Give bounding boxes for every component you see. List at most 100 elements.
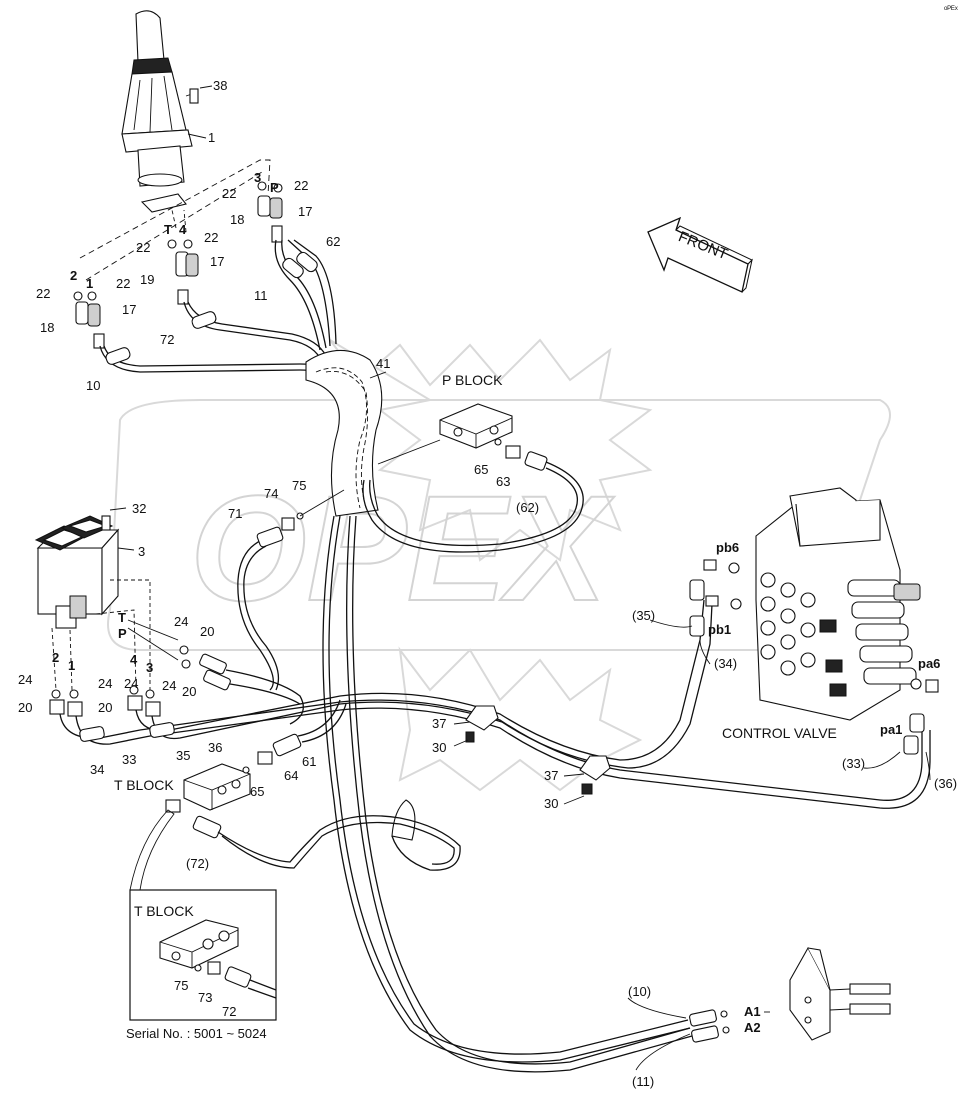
callout-17b: 17 [210,254,224,269]
callout-36p: (36) [934,776,957,791]
callout-75b: 75 [174,978,188,993]
callout-20a: 20 [200,624,214,639]
callout-32: 32 [132,501,146,516]
callout-22b: 22 [294,178,308,193]
callout-3b: 3 [138,544,145,559]
callout-pb6: pb6 [716,540,739,555]
callout-36: 36 [208,740,222,755]
callout-35p: (35) [632,608,655,623]
watermark: OPEX [107,338,891,792]
callout-74: 74 [264,486,278,501]
callout-64: 64 [284,768,298,783]
callout-33: 33 [122,752,136,767]
callout-1b: 1 [68,658,75,673]
callout-1: 1 [208,130,215,145]
callout-62: 62 [326,234,340,249]
callout-11p: (11) [632,1074,654,1089]
callout-24e: 24 [162,678,176,693]
callout-65b: 65 [250,784,264,799]
callout-22e: 22 [36,286,50,301]
callout-30b: 30 [544,796,558,811]
callout-72: 72 [160,332,174,347]
callout-24d: 24 [124,676,138,691]
callout-33p: (33) [842,756,865,771]
callout-t-left: T [118,610,126,625]
leader-lines-left [51,579,179,700]
p-block [362,403,584,553]
callout-pb1: pb1 [708,622,731,637]
callout-17c: 17 [122,302,136,317]
fittings-top [73,181,283,349]
callout-18b: 18 [40,320,54,335]
callout-10p: (10) [628,984,651,999]
hose-71-loop [237,489,345,691]
callout-41: 41 [376,356,390,371]
callout-34p: (34) [714,656,737,671]
callout-p-left: P [118,626,127,641]
inset-t-block [129,889,277,1021]
callout-pa1: pa1 [880,722,902,737]
callout-22c: 22 [136,240,150,255]
watermark-text: OPEX [190,464,615,632]
callout-p-top: P [270,180,279,195]
callout-2a: 2 [70,268,77,283]
callout-62p: (62) [516,500,539,515]
callout-19: 19 [140,272,154,287]
callout-4b: 4 [130,652,138,667]
clamps [391,705,611,841]
callout-38: 38 [213,78,227,93]
callout-71: 71 [228,506,242,521]
callout-65a: 65 [474,462,488,477]
callout-63: 63 [496,474,510,489]
fittings-left [49,645,231,717]
callout-a2: A2 [744,1020,761,1035]
corner-mark: ᵒᴾᴱˣ [944,4,958,14]
callout-30a: 30 [432,740,446,755]
callout-3c: 3 [146,660,153,675]
callout-73: 73 [198,990,212,1005]
callout-t-top: T [164,222,172,237]
callout-22a: 22 [222,186,236,201]
callout-24b: 24 [18,672,32,687]
callout-4a: 4 [179,222,187,237]
callout-2b: 2 [52,650,59,665]
t-block-inset-label: T BLOCK [134,903,194,919]
front-arrow: FRONT [647,216,753,293]
callout-3a: 3 [254,170,261,185]
callout-61: 61 [302,754,316,769]
control-valve-label: CONTROL VALVE [722,725,837,741]
a1-a2-bracket [789,946,891,1041]
t-block-label: T BLOCK [114,777,174,793]
callout-22f: 22 [116,276,130,291]
callout-24c: 24 [98,676,112,691]
callout-20c: 20 [18,700,32,715]
hoses-left-bundle [59,579,931,809]
callout-72p: (72) [186,856,209,871]
joystick-left [34,507,135,629]
callout-11: 11 [254,288,268,303]
callout-1a: 1 [86,276,93,291]
t-block [129,699,461,891]
callout-18a: 18 [230,212,244,227]
callout-35: 35 [176,748,190,763]
callout-leaders [369,371,931,1071]
callout-a1: A1 [744,1004,761,1019]
callout-17a: 17 [298,204,312,219]
callout-22d: 22 [204,230,218,245]
leader-lines-top [79,159,271,281]
callout-20b: 20 [182,684,196,699]
callout-20d: 20 [98,700,112,715]
callout-10: 10 [86,378,100,393]
hoses-to-a1-a2 [322,515,730,1073]
callout-72b: 72 [222,1004,236,1019]
callout-75: 75 [292,478,306,493]
callout-labels: 38 1 22 3 P 22 18 17 T 4 22 22 19 17 62 … [18,4,958,1089]
p-block-label: P BLOCK [442,372,503,388]
harness-bundle [305,349,383,517]
serial-label: Serial No. : 5001 ~ 5024 [126,1026,267,1041]
joystick-top [121,10,213,213]
callout-pa6: pa6 [918,656,940,671]
callout-34: 34 [90,762,104,777]
